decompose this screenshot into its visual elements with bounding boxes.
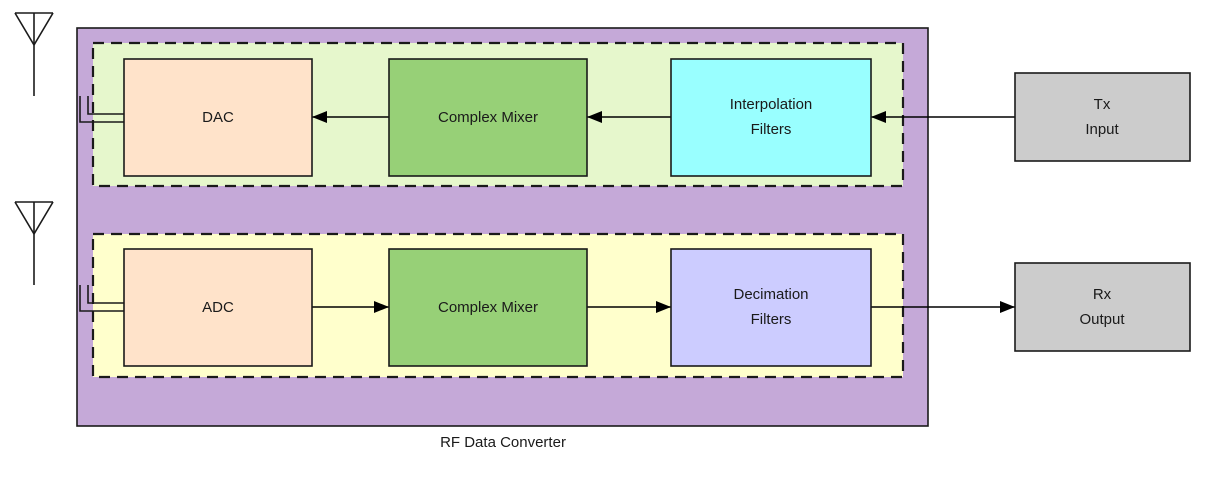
- block-rx-complex-mixer[interactable]: Complex Mixer: [388, 248, 588, 367]
- block-dac-label: DAC: [202, 109, 234, 126]
- block-interpolation-filters-label-line2: Filters: [751, 121, 792, 138]
- block-tx-input-label-line2: Input: [1085, 121, 1119, 138]
- edge-adc-to-rx-mixer: [312, 301, 389, 313]
- block-tx-complex-mixer[interactable]: Complex Mixer: [388, 58, 588, 177]
- block-rx-complex-mixer-label: Complex Mixer: [438, 299, 538, 316]
- block-tx-input[interactable]: Tx Input: [1014, 72, 1191, 162]
- arrowhead-left: [871, 111, 886, 123]
- tx-antenna-icon: [14, 12, 54, 96]
- block-decimation-filters-label-line2: Filters: [751, 311, 792, 328]
- block-interpolation-filters-label-line1: Interpolation: [730, 96, 813, 113]
- edge-dac-to-tx-antenna: [79, 96, 124, 123]
- edge-tx-mixer-to-dac: [312, 111, 389, 123]
- edge-rx-antenna-to-adc: [79, 285, 124, 312]
- edge-tx-input-to-interpolation: [871, 111, 1015, 123]
- arrowhead-right: [1000, 301, 1015, 313]
- block-rx-output-label-line1: Rx: [1093, 286, 1112, 303]
- block-rx-output-label-line2: Output: [1079, 311, 1125, 328]
- block-decimation-filters[interactable]: Decimation Filters: [670, 248, 872, 367]
- block-adc-label: ADC: [202, 299, 234, 316]
- diagram-caption: RF Data Converter: [440, 434, 566, 451]
- block-adc[interactable]: ADC: [123, 248, 313, 367]
- arrowhead-right: [656, 301, 671, 313]
- block-interpolation-filters[interactable]: Interpolation Filters: [670, 58, 872, 177]
- rx-antenna-icon: [14, 201, 54, 285]
- arrowhead-right: [374, 301, 389, 313]
- receive-chain-dashed-border: [91, 232, 905, 379]
- block-decimation-filters-label-line1: Decimation: [733, 286, 808, 303]
- edge-decimation-to-rx-output: [871, 301, 1015, 313]
- edge-rx-mixer-to-decimation: [587, 301, 671, 313]
- transmit-chain-dashed-border: [91, 41, 905, 188]
- block-tx-input-label-line1: Tx: [1094, 96, 1111, 113]
- edge-interpolation-to-tx-mixer: [587, 111, 671, 123]
- block-dac[interactable]: DAC: [123, 58, 313, 177]
- arrowhead-left: [587, 111, 602, 123]
- arrowhead-left: [312, 111, 327, 123]
- block-rx-output[interactable]: Rx Output: [1014, 262, 1191, 352]
- block-tx-complex-mixer-label: Complex Mixer: [438, 109, 538, 126]
